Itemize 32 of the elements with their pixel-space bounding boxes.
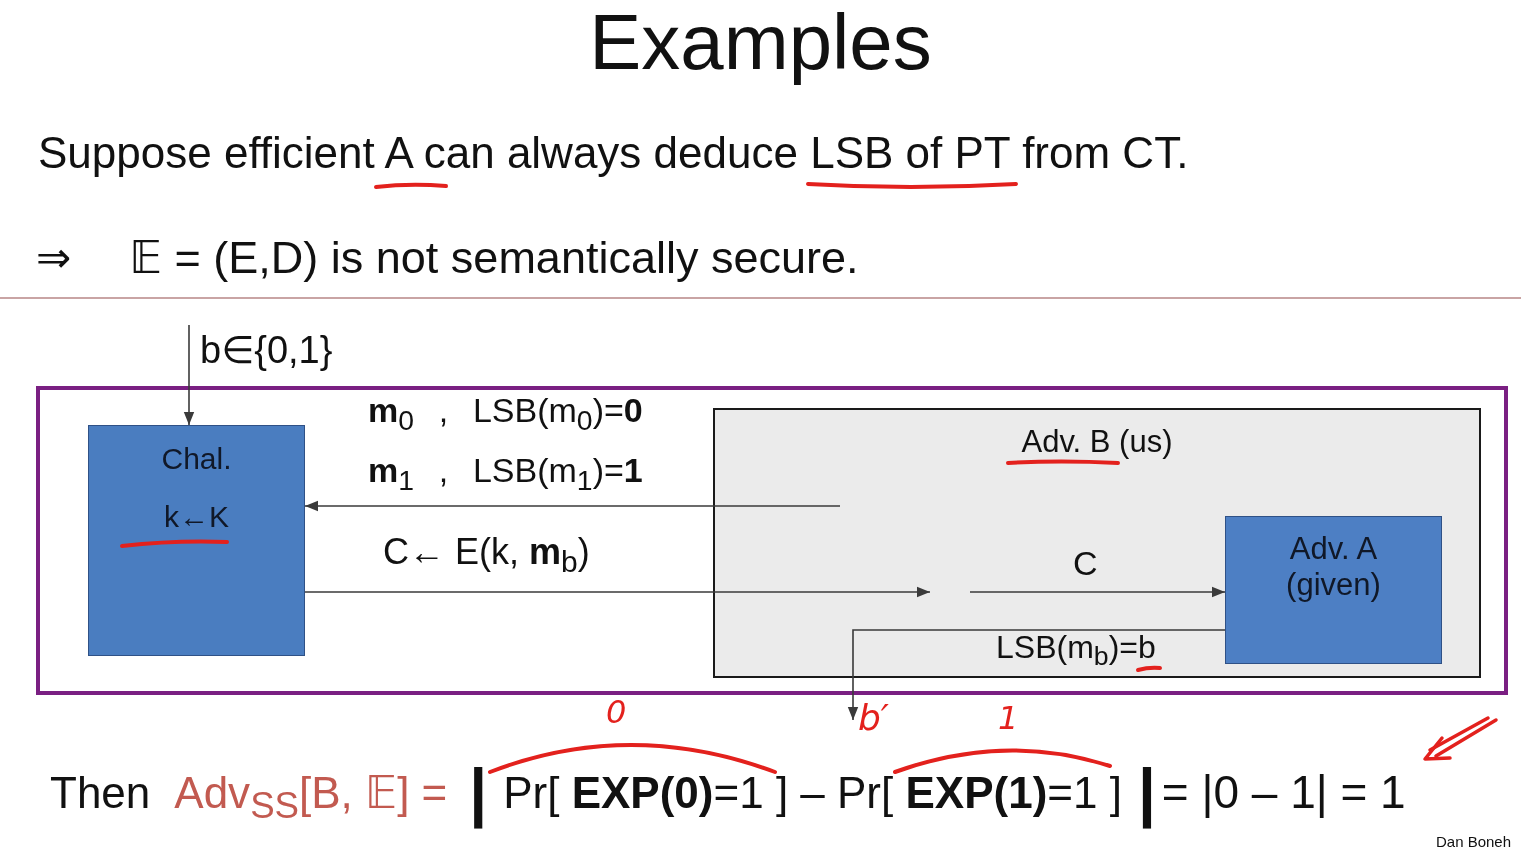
arrow: [847, 629, 1226, 721]
arrow: [183, 324, 195, 426]
handwritten-note: b′: [858, 698, 890, 738]
adversary-panel: [713, 408, 1481, 678]
edge-label: b∈{0,1}: [200, 329, 333, 373]
result-text: = |0 – 1| = 1: [1161, 766, 1406, 820]
edge-label: m$_{0}$ , LSB(m$_{0}$)=0 m$_{1}$ , LSB(m$_{1}$)=1: [368, 390, 644, 498]
formula-text: Then: [50, 767, 151, 819]
handwritten-note: 0: [606, 694, 627, 731]
key-sampling-text: k←K: [164, 500, 229, 535]
panel-heading: Adv. B (us): [1021, 424, 1173, 460]
statement-text: Suppose efficient A can always deduce LSB of PT from CT.: [38, 128, 1189, 179]
arrow: [304, 586, 931, 598]
absolute-value-sign: |: [469, 756, 488, 830]
formula-text: Pr[ EXP(0)=1 ] – Pr[ EXP(1)=1 ]: [503, 767, 1122, 819]
handwritten-note: 1: [998, 700, 1019, 737]
edge-label: C: [1073, 544, 1098, 584]
box-label: Adv. A (given): [1285, 531, 1382, 603]
author-credit: Dan Boneh: [1436, 833, 1512, 851]
arrow: [304, 500, 841, 512]
box-heading: Chal.: [161, 442, 232, 477]
arrow: [969, 586, 1226, 598]
experiment-frame: [36, 386, 1508, 695]
slide-title: Examples: [589, 0, 932, 88]
conclusion-text: 𝔼 = (E,D) is not semantically secure.: [129, 232, 859, 284]
absolute-value-sign: |: [1137, 756, 1156, 830]
implies-sign: ⇒: [36, 233, 72, 282]
edge-label: LSB(m$_{b}$)=b: [996, 630, 1156, 666]
edge-label: C← E(k, m$_{b}$): [383, 531, 590, 573]
challenger-box: [88, 425, 305, 656]
advantage-term: Adv$_{SS}$[B, 𝔼] =: [174, 767, 448, 819]
adversary-box: [1225, 516, 1442, 664]
